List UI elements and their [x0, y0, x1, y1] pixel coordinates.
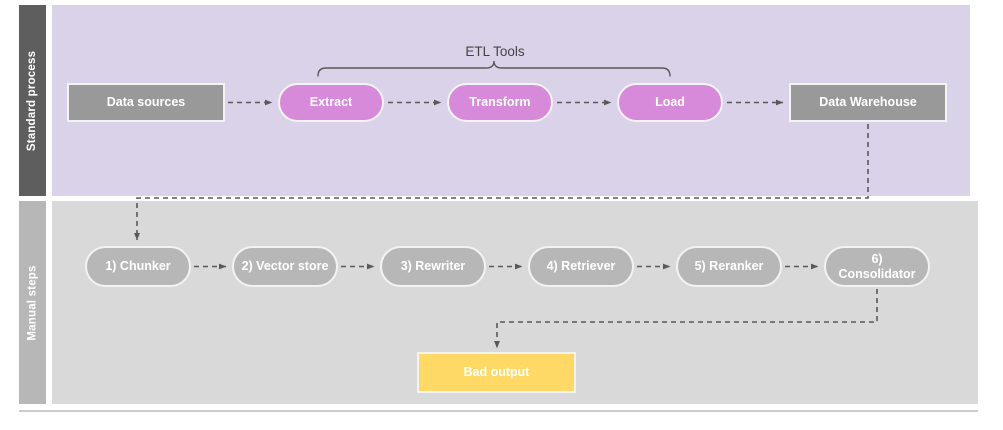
swimlane-label-standard-process-text: Standard process: [26, 50, 39, 151]
swimlane-label-standard-process: Standard process: [19, 5, 46, 196]
etl-tools-label: ETL Tools: [465, 44, 525, 59]
swimlane-label-manual-steps-text: Manual steps: [26, 264, 39, 341]
bottom-divider: [19, 410, 978, 412]
node-bad-output[interactable]: Bad output: [417, 352, 576, 393]
node-vector-store[interactable]: 2) Vector store: [232, 246, 338, 287]
node-data-warehouse[interactable]: Data Warehouse: [789, 83, 947, 122]
swimlane-label-manual-steps: Manual steps: [19, 201, 46, 404]
node-chunker[interactable]: 1) Chunker: [85, 246, 191, 287]
node-consolidator[interactable]: 6) Consolidator: [824, 246, 930, 287]
node-data-sources[interactable]: Data sources: [67, 83, 225, 122]
node-extract[interactable]: Extract: [278, 83, 384, 122]
node-reranker[interactable]: 5) Reranker: [676, 246, 782, 287]
node-rewriter[interactable]: 3) Rewriter: [380, 246, 486, 287]
node-transform[interactable]: Transform: [447, 83, 553, 122]
node-retriever[interactable]: 4) Retriever: [528, 246, 634, 287]
node-load[interactable]: Load: [617, 83, 723, 122]
